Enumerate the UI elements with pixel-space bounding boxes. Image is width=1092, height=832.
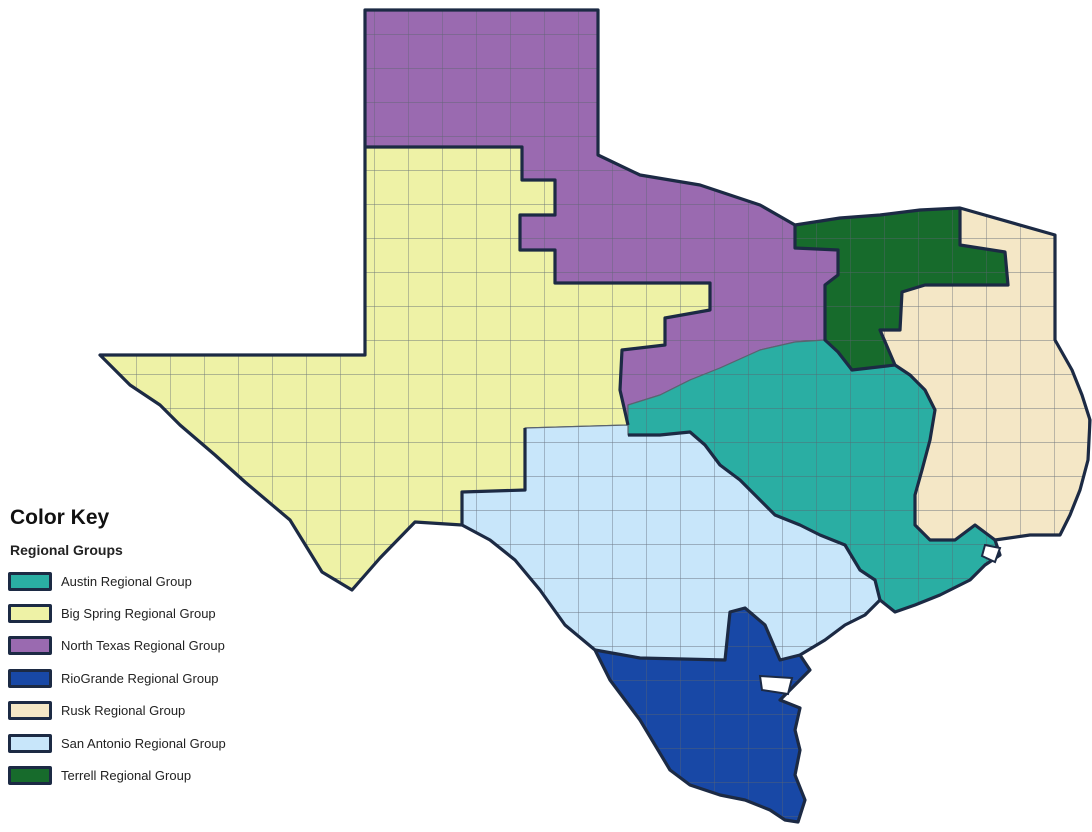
legend-item: North Texas Regional Group (8, 630, 288, 662)
legend-label: Big Spring Regional Group (61, 606, 216, 622)
legend-item: Terrell Regional Group (8, 759, 288, 791)
region-boundaries (365, 145, 1010, 662)
legend-swatch (8, 733, 52, 753)
legend-item: Austin Regional Group (8, 565, 288, 597)
county-lines (100, 10, 1090, 822)
legend-title: Color Key (10, 506, 110, 529)
legend-item: RioGrande Regional Group (8, 662, 288, 694)
texas-state-outline (98, 8, 1092, 824)
legend-label: Terrell Regional Group (61, 768, 192, 784)
legend-swatch (8, 604, 52, 624)
legend-swatch (8, 701, 52, 721)
legend-swatch (8, 571, 52, 591)
legend-subtitle: Regional Groups (10, 542, 123, 558)
legend-item: Big Spring Regional Group (8, 597, 288, 629)
legend-label: San Antonio Regional Group (61, 735, 226, 751)
legend-label: Austin Regional Group (61, 573, 192, 589)
legend-swatch (8, 668, 52, 688)
legend-label: Rusk Regional Group (61, 703, 186, 719)
legend-label: RioGrande Regional Group (61, 670, 219, 686)
corpus-christi-bay (758, 674, 794, 696)
legend-swatch (8, 766, 52, 786)
legend-swatch (8, 636, 52, 656)
legend-item: San Antonio Regional Group (8, 727, 288, 759)
color-key-legend: Color Key Regional Groups Austin Regiona… (8, 506, 288, 792)
legend-label: North Texas Regional Group (61, 638, 225, 654)
legend-item: Rusk Regional Group (8, 695, 288, 727)
galveston-bay (980, 543, 1002, 564)
